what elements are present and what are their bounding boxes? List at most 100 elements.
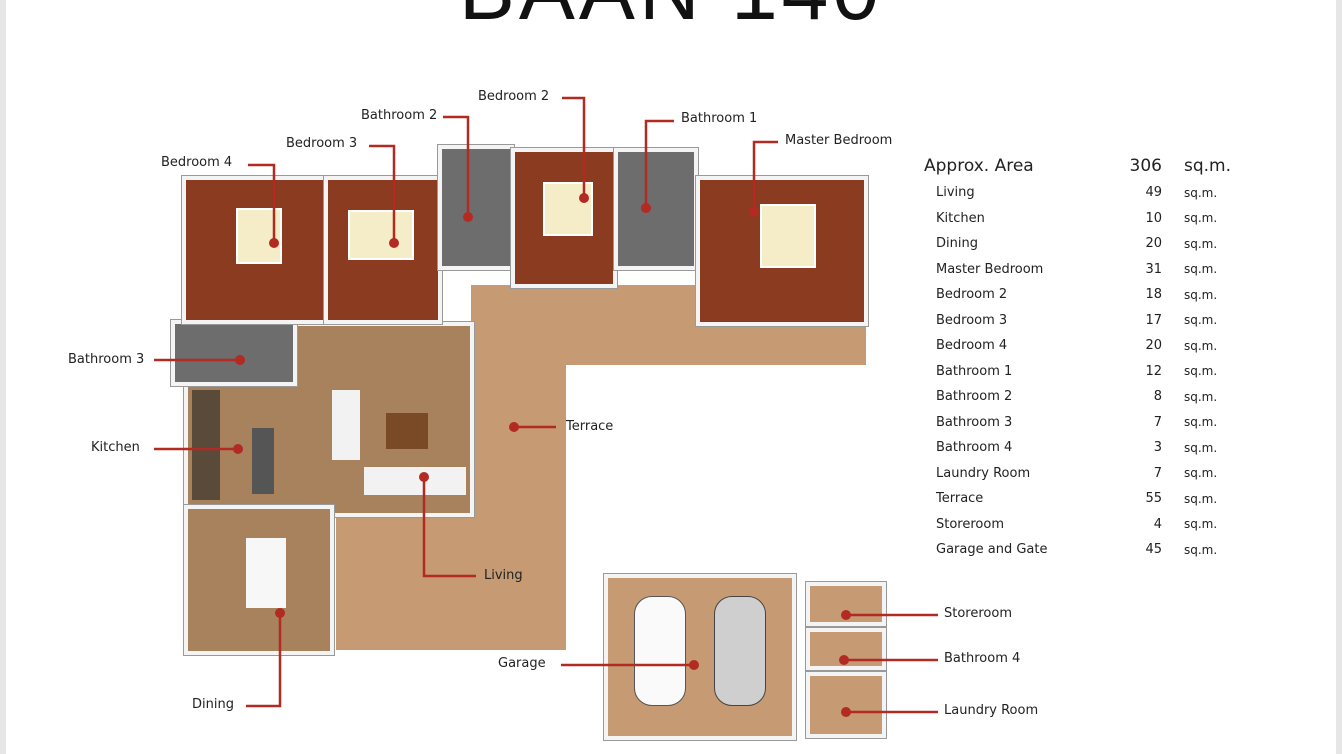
area-room-value: 12 <box>1145 363 1162 379</box>
leader-living <box>422 477 476 578</box>
area-room-name: Kitchen <box>936 210 985 226</box>
area-room-value: 20 <box>1145 338 1162 354</box>
area-room-value: 7 <box>1153 465 1162 481</box>
label-storeroom: Storeroom <box>944 606 1012 621</box>
leader-dining <box>246 613 282 708</box>
label-kitchen: Kitchen <box>91 440 140 455</box>
label-dining: Dining <box>192 697 234 712</box>
area-unit: sq.m. <box>1184 156 1232 176</box>
bedroom-3 <box>324 176 442 324</box>
terrace-area <box>471 285 696 365</box>
marker-laundry <box>841 707 851 717</box>
area-room-value: 7 <box>1153 414 1162 430</box>
marker-bedroom4 <box>269 238 279 248</box>
marker-bathroom1 <box>641 203 651 213</box>
area-room-unit: sq.m. <box>1184 262 1218 277</box>
area-room-name: Master Bedroom <box>936 261 1044 277</box>
leader-lines <box>154 96 938 717</box>
area-title: Approx. Area <box>924 156 1034 176</box>
kitchen-counter <box>192 390 220 500</box>
marker-living <box>419 472 429 482</box>
area-room-unit: sq.m. <box>1184 389 1218 404</box>
area-room-name: Living <box>936 185 975 201</box>
marker-bedroom3 <box>389 238 399 248</box>
leader-bathroom2 <box>443 115 470 217</box>
area-room-name: Garage and Gate <box>936 542 1048 558</box>
area-room-value: 31 <box>1145 261 1162 277</box>
car-silver <box>714 596 766 706</box>
marker-bathroom3 <box>235 355 245 365</box>
area-table: Approx. Area 306 sq.m. Living 49 sq.m. Kitc… <box>924 152 1254 563</box>
area-room-unit: sq.m. <box>1184 466 1218 481</box>
bedroom-4 <box>182 176 328 324</box>
area-room-value: 55 <box>1145 491 1162 507</box>
area-room-name: Laundry Room <box>936 465 1031 481</box>
area-room-value: 20 <box>1145 236 1162 252</box>
area-room-value: 17 <box>1145 312 1162 328</box>
master-bedroom <box>696 176 868 326</box>
leader-bedroom4 <box>248 163 276 243</box>
leader-master <box>752 140 778 212</box>
area-room-name: Storeroom <box>936 516 1004 532</box>
coffee-table <box>386 413 428 449</box>
area-room-value: 49 <box>1145 185 1162 201</box>
sofa-long <box>364 467 466 495</box>
bedroom-2 <box>511 148 617 288</box>
area-total-row: Approx. Area 306 sq.m. <box>924 152 1254 180</box>
area-room-unit: sq.m. <box>1184 211 1218 226</box>
area-row: Storeroom 4 sq.m. <box>924 512 1254 538</box>
area-room-name: Bathroom 4 <box>936 440 1013 456</box>
area-room-name: Bathroom 2 <box>936 389 1013 405</box>
label-laundry: Laundry Room <box>944 703 1039 718</box>
area-total: 306 <box>1129 156 1162 176</box>
area-room-unit: sq.m. <box>1184 236 1218 251</box>
area-room-name: Bedroom 3 <box>936 312 1008 328</box>
area-room-name: Bathroom 3 <box>936 414 1013 430</box>
area-row: Master Bedroom 31 sq.m. <box>924 257 1254 283</box>
area-row: Living 49 sq.m. <box>924 180 1254 206</box>
marker-terrace <box>509 422 519 432</box>
label-bathroom4: Bathroom 4 <box>944 651 1021 666</box>
leader-bedroom3 <box>369 144 396 243</box>
area-room-value: 45 <box>1145 542 1162 558</box>
area-room-value: 10 <box>1145 210 1162 226</box>
label-terrace: Terrace <box>566 419 614 434</box>
area-room-unit: sq.m. <box>1184 338 1218 353</box>
marker-dining <box>275 608 285 618</box>
label-bathroom3: Bathroom 3 <box>68 352 145 367</box>
area-row: Laundry Room 7 sq.m. <box>924 461 1254 487</box>
terrace-area-east <box>696 320 866 365</box>
area-room-name: Terrace <box>936 491 984 507</box>
marker-bathroom2 <box>463 212 473 222</box>
area-room-value: 4 <box>1153 516 1162 532</box>
area-room-value: 18 <box>1145 287 1162 303</box>
label-master: Master Bedroom <box>785 133 893 148</box>
area-room-unit: sq.m. <box>1184 517 1218 532</box>
label-living: Living <box>484 568 523 583</box>
area-room-unit: sq.m. <box>1184 364 1218 379</box>
leader-bathroom1 <box>644 119 674 208</box>
area-room-value: 3 <box>1153 440 1162 456</box>
sofa <box>332 390 360 460</box>
label-garage: Garage <box>498 656 546 671</box>
label-bedroom2: Bedroom 2 <box>478 89 550 104</box>
area-row: Bathroom 3 7 sq.m. <box>924 410 1254 436</box>
area-room-unit: sq.m. <box>1184 415 1218 430</box>
label-bathroom1: Bathroom 1 <box>681 111 758 126</box>
terrace-area-lower <box>471 365 566 515</box>
area-room-unit: sq.m. <box>1184 287 1218 302</box>
area-room-unit: sq.m. <box>1184 185 1218 200</box>
label-bathroom2: Bathroom 2 <box>361 108 438 123</box>
car-white <box>634 596 686 706</box>
marker-master <box>749 207 759 217</box>
terrace-area-front <box>336 515 566 650</box>
area-room-unit: sq.m. <box>1184 440 1218 455</box>
leader-bedroom2 <box>562 96 586 198</box>
